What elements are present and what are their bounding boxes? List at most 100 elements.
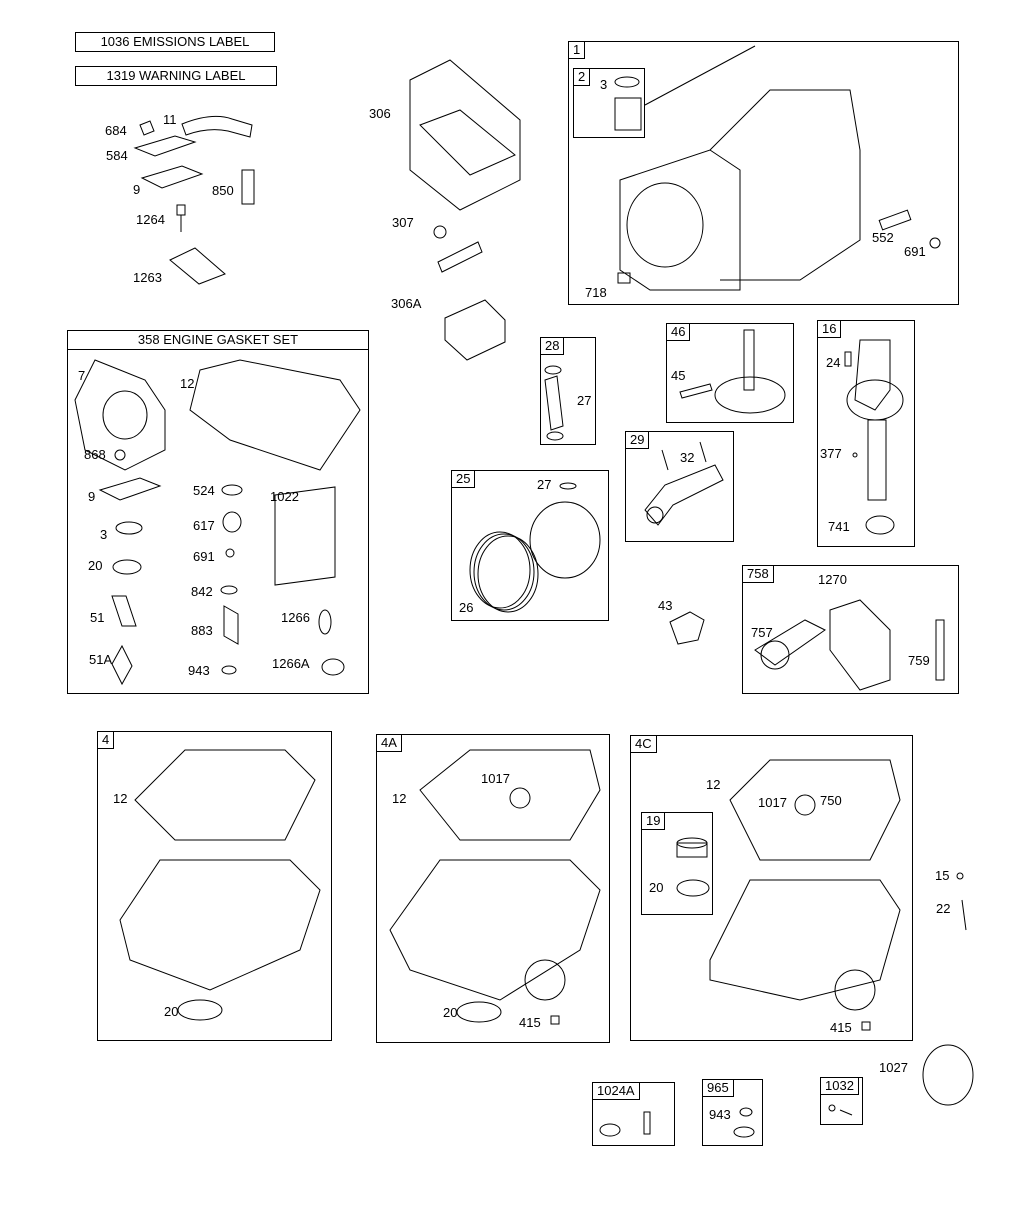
box-19-tag: 19 xyxy=(641,812,666,830)
part-415: 415 xyxy=(519,1015,541,1030)
box-965: 965 xyxy=(702,1079,763,1146)
part-552: 552 xyxy=(872,230,894,245)
part-20: 20 xyxy=(649,880,664,895)
part-32: 32 xyxy=(680,450,695,465)
part-868: 868 xyxy=(84,447,106,462)
part-3: 3 xyxy=(100,527,108,542)
part-22: 22 xyxy=(936,901,951,916)
part-883: 883 xyxy=(191,623,213,638)
part-750: 750 xyxy=(820,793,842,808)
part-51a: 51A xyxy=(89,652,113,667)
part-1270: 1270 xyxy=(818,572,847,587)
part-12: 12 xyxy=(113,791,128,806)
part-1266: 1266 xyxy=(281,610,310,625)
box-4c-tag: 4C xyxy=(630,735,657,753)
box-1032: 1032 xyxy=(820,1077,863,1125)
part-51: 51 xyxy=(90,610,105,625)
part-691: 691 xyxy=(904,244,926,259)
part-842: 842 xyxy=(191,584,213,599)
emissions-label-callout: 1036 EMISSIONS LABEL xyxy=(75,32,275,52)
part-12: 12 xyxy=(180,376,195,391)
part-27: 27 xyxy=(577,393,592,408)
part-1264: 1264 xyxy=(136,212,165,227)
part-1263: 1263 xyxy=(133,270,162,285)
part-1266a: 1266A xyxy=(272,656,310,671)
part-718: 718 xyxy=(585,285,607,300)
part-1017: 1017 xyxy=(481,771,510,786)
part-9: 9 xyxy=(133,182,141,197)
box-2-sleeve: 2 xyxy=(573,68,645,138)
warning-label-text: 1319 WARNING LABEL xyxy=(106,68,246,83)
box-758-tag: 758 xyxy=(742,565,774,583)
box-1032-tag: 1032 xyxy=(820,1077,859,1095)
box-965-tag: 965 xyxy=(702,1079,734,1097)
box-4c-sump: 4C xyxy=(630,735,913,1041)
box-4a-sump: 4A xyxy=(376,734,610,1043)
part-684: 684 xyxy=(105,123,127,138)
box-19-oil-seal: 19 xyxy=(641,812,713,915)
box-2-tag: 2 xyxy=(573,68,591,86)
box-46-tag: 46 xyxy=(666,323,691,341)
part-759: 759 xyxy=(908,653,930,668)
part-850: 850 xyxy=(212,183,234,198)
box-29-tag: 29 xyxy=(625,431,650,449)
gasket-set-header: 358 ENGINE GASKET SET xyxy=(67,330,369,350)
part-524: 524 xyxy=(193,483,215,498)
box-1-tag: 1 xyxy=(568,41,586,59)
part-7: 7 xyxy=(78,368,86,383)
part-617: 617 xyxy=(193,518,215,533)
box-28-piston-pin: 28 xyxy=(540,337,596,445)
part-12: 12 xyxy=(706,777,721,792)
part-1022: 1022 xyxy=(270,489,299,504)
box-4a-tag: 4A xyxy=(376,734,402,752)
part-12: 12 xyxy=(392,791,407,806)
part-20: 20 xyxy=(88,558,103,573)
part-20: 20 xyxy=(164,1004,179,1019)
warning-label-callout: 1319 WARNING LABEL xyxy=(75,66,277,86)
part-306a: 306A xyxy=(391,296,422,311)
part-9: 9 xyxy=(88,489,96,504)
box-46-camshaft: 46 xyxy=(666,323,794,423)
part-691: 691 xyxy=(193,549,215,564)
box-29-connecting-rod: 29 xyxy=(625,431,734,542)
box-28-tag: 28 xyxy=(540,337,565,355)
part-26: 26 xyxy=(459,600,474,615)
part-306: 306 xyxy=(369,106,391,121)
part-20: 20 xyxy=(443,1005,458,1020)
part-741: 741 xyxy=(828,519,850,534)
part-307: 307 xyxy=(392,215,414,230)
part-24: 24 xyxy=(826,355,841,370)
box-758-balancer: 758 xyxy=(742,565,959,694)
part-1017: 1017 xyxy=(758,795,787,810)
box-25-piston: 25 xyxy=(451,470,609,621)
part-3: 3 xyxy=(600,77,608,92)
emissions-label-text: 1036 EMISSIONS LABEL xyxy=(100,34,250,49)
part-15: 15 xyxy=(935,868,950,883)
part-415: 415 xyxy=(830,1020,852,1035)
part-757: 757 xyxy=(751,625,773,640)
part-43: 43 xyxy=(658,598,673,613)
gasket-set-title: 358 ENGINE GASKET SET xyxy=(137,332,299,347)
part-377: 377 xyxy=(820,446,842,461)
part-943: 943 xyxy=(709,1107,731,1122)
box-1024a: 1024A xyxy=(592,1082,675,1146)
box-25-tag: 25 xyxy=(451,470,476,488)
box-16-tag: 16 xyxy=(817,320,842,338)
box-16-crankshaft: 16 xyxy=(817,320,915,547)
box-4-sump: 4 xyxy=(97,731,332,1041)
part-45: 45 xyxy=(671,368,686,383)
